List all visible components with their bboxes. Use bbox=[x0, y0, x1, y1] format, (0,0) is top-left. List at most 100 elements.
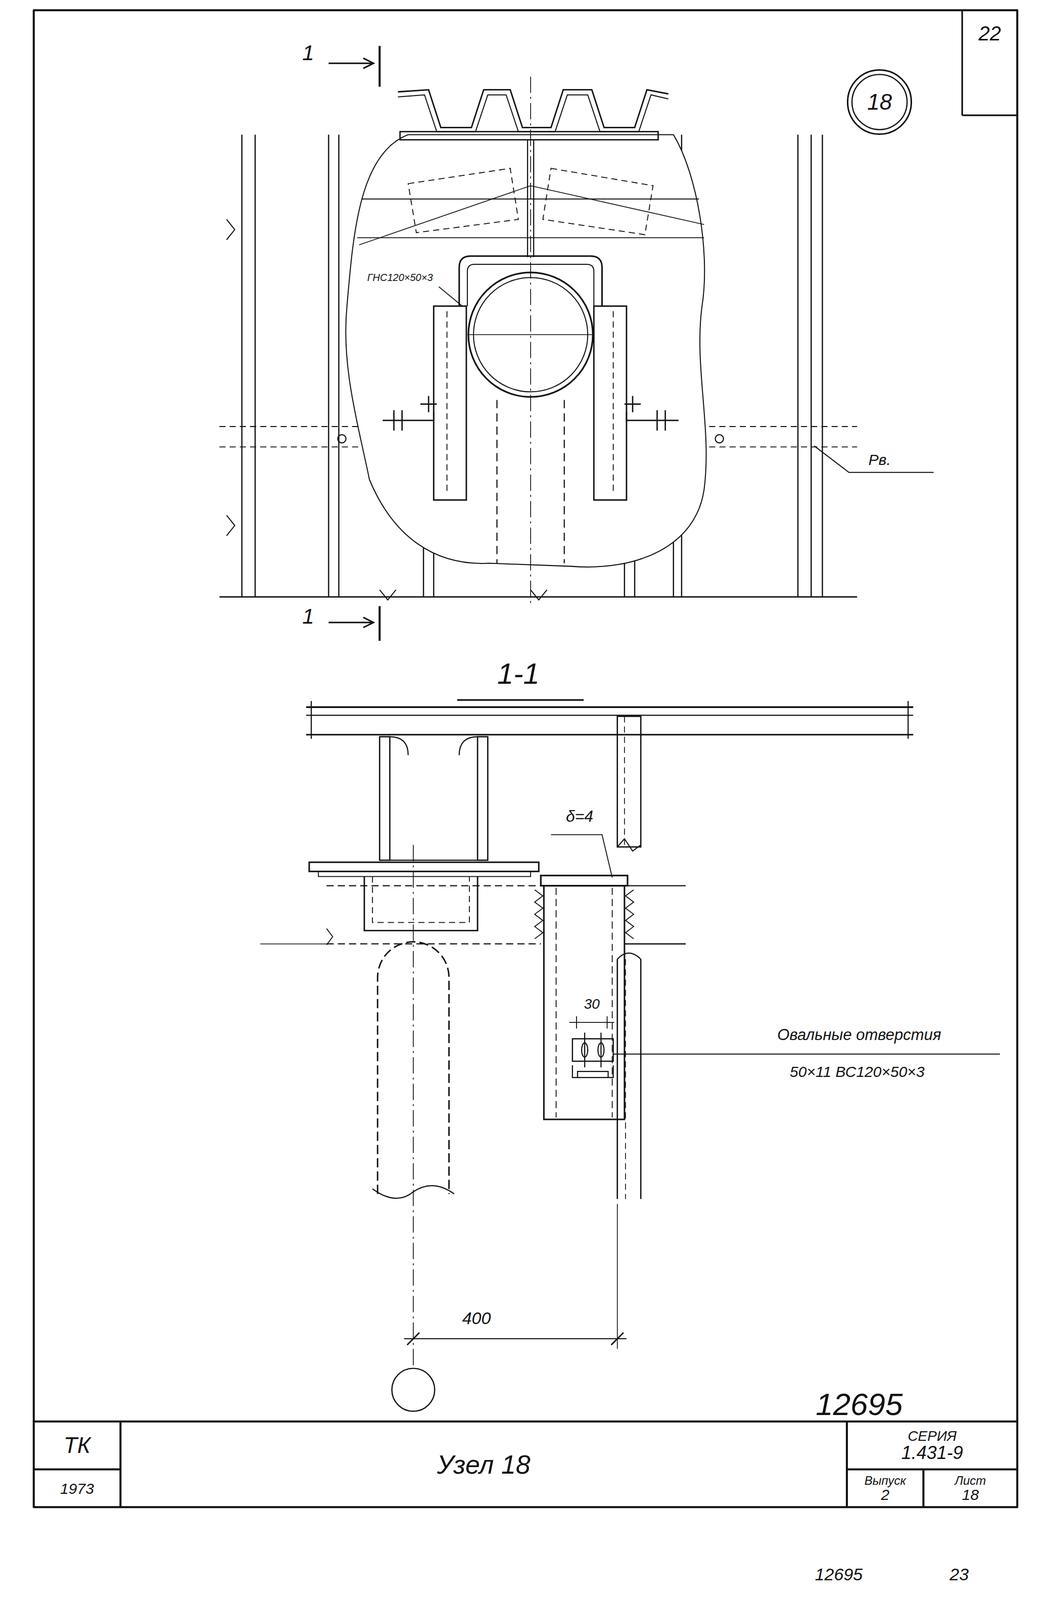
section-view-part bbox=[616, 1204, 618, 1350]
note-text: 50×11 ВС120×50×3 bbox=[787, 1063, 927, 1080]
plan-view-part bbox=[433, 306, 467, 501]
section-view-part bbox=[477, 736, 488, 861]
dimension-value: 400 bbox=[460, 1308, 494, 1328]
section-marks-part bbox=[363, 617, 374, 628]
section-view-part bbox=[550, 834, 612, 878]
section-view-part bbox=[624, 942, 686, 944]
plan-view-part bbox=[408, 168, 519, 233]
section-marks-part bbox=[378, 605, 381, 641]
callout-label: Рв. bbox=[866, 450, 893, 468]
note-text: Овальные отверстия bbox=[775, 1026, 943, 1044]
section-view-part bbox=[555, 887, 557, 1118]
cell-text: Выпуск bbox=[864, 1473, 906, 1487]
title-block-cell: 1973 bbox=[33, 1469, 121, 1508]
plan-view-part bbox=[400, 131, 659, 140]
section-view-part bbox=[572, 1038, 614, 1061]
section-marks-part bbox=[328, 62, 372, 65]
rail-lines-part bbox=[821, 134, 823, 598]
plan-view-part bbox=[814, 445, 934, 472]
section-view-part bbox=[611, 887, 613, 1118]
title-block-lines-part bbox=[922, 1469, 925, 1508]
section-mark: 1 bbox=[300, 41, 316, 65]
drawing-frame-part bbox=[33, 10, 1018, 1507]
title-block-lines-part bbox=[845, 1421, 848, 1508]
section-view bbox=[260, 700, 1000, 1411]
plan-view bbox=[219, 76, 934, 604]
section-view-part bbox=[617, 952, 641, 960]
section-view-part bbox=[616, 959, 618, 1199]
section-view-part bbox=[379, 736, 390, 861]
section-view-part bbox=[617, 716, 641, 847]
section-view-part bbox=[624, 716, 626, 847]
rail-lines bbox=[242, 134, 823, 598]
plan-view-part bbox=[226, 219, 235, 536]
rail-lines-part bbox=[241, 134, 243, 598]
title-block-cell: Лист18 bbox=[923, 1469, 1018, 1508]
title-block-cell: Выпуск2 bbox=[846, 1469, 924, 1508]
archive-number: 12695 bbox=[813, 1387, 905, 1422]
section-view-part bbox=[606, 1016, 608, 1029]
section-view-part bbox=[572, 1065, 614, 1078]
archive-number: 12695 bbox=[813, 1564, 866, 1584]
rail-lines-part bbox=[254, 134, 256, 598]
cell-value: 18 bbox=[962, 1486, 979, 1503]
section-view-part bbox=[543, 885, 625, 1120]
section-marks-part bbox=[378, 45, 381, 87]
section-view-part bbox=[306, 714, 914, 716]
plan-view-part bbox=[563, 400, 565, 564]
cell-text: 18 bbox=[867, 90, 892, 114]
detail-number-circle: 18 bbox=[846, 69, 913, 135]
cell-value: 1.431-9 bbox=[901, 1443, 964, 1463]
section-title: 1-1 bbox=[495, 657, 542, 690]
cell-value: 2 bbox=[881, 1486, 890, 1503]
section-view-part bbox=[412, 844, 414, 1368]
section-view-part bbox=[389, 736, 478, 861]
plan-view-part bbox=[530, 76, 532, 604]
drawing-frame-part bbox=[851, 74, 908, 130]
plan-view-part bbox=[533, 139, 535, 258]
section-mark: 1 bbox=[300, 604, 316, 629]
section-view-part bbox=[260, 943, 327, 945]
plan-view-part bbox=[624, 395, 679, 431]
section-view-part bbox=[364, 876, 478, 931]
section-view-part bbox=[540, 875, 628, 886]
title-block-lines-part bbox=[33, 1468, 121, 1471]
title-block-lines bbox=[33, 1421, 1018, 1508]
cell-text: Узел 18 bbox=[437, 1450, 531, 1479]
section-view-part bbox=[617, 838, 641, 851]
plan-view-part bbox=[496, 400, 498, 564]
section-view-part bbox=[318, 871, 531, 877]
profile-label: ГНС120×50×3 bbox=[365, 271, 436, 283]
title-block-lines-part bbox=[846, 1468, 1018, 1471]
section-view-part bbox=[309, 862, 539, 872]
section-view-part bbox=[640, 959, 642, 1199]
drawing-frame-part bbox=[961, 10, 964, 116]
section-marks-part bbox=[328, 621, 372, 624]
plan-view-part bbox=[612, 311, 614, 495]
title-block-lines-part bbox=[119, 1421, 122, 1508]
section-view-part bbox=[392, 1368, 436, 1412]
section-view-part bbox=[624, 884, 686, 886]
thickness-label: δ=4 bbox=[563, 807, 596, 826]
section-view-part bbox=[326, 943, 541, 945]
title-block-title: Узел 18 bbox=[120, 1421, 847, 1508]
section-view-part bbox=[310, 700, 312, 739]
plan-view-part bbox=[359, 185, 531, 245]
plan-view-part bbox=[715, 434, 724, 443]
section-view-part bbox=[611, 1332, 624, 1345]
section-view-part bbox=[613, 1053, 1000, 1055]
cell-text: 22 bbox=[978, 22, 1002, 44]
section-marks bbox=[328, 45, 584, 700]
cell-text: СЕРИЯ bbox=[907, 1428, 957, 1444]
sheet-number: 23 bbox=[947, 1564, 971, 1584]
section-view-part bbox=[404, 1338, 627, 1340]
title-block-cell: ТК bbox=[33, 1421, 121, 1470]
plan-view-part bbox=[219, 596, 857, 598]
section-view-part bbox=[907, 700, 909, 739]
page-number-box: 22 bbox=[962, 10, 1018, 57]
drawing-frame bbox=[33, 10, 1018, 1507]
section-view-part bbox=[576, 1016, 578, 1029]
section-marks-part bbox=[457, 699, 584, 701]
